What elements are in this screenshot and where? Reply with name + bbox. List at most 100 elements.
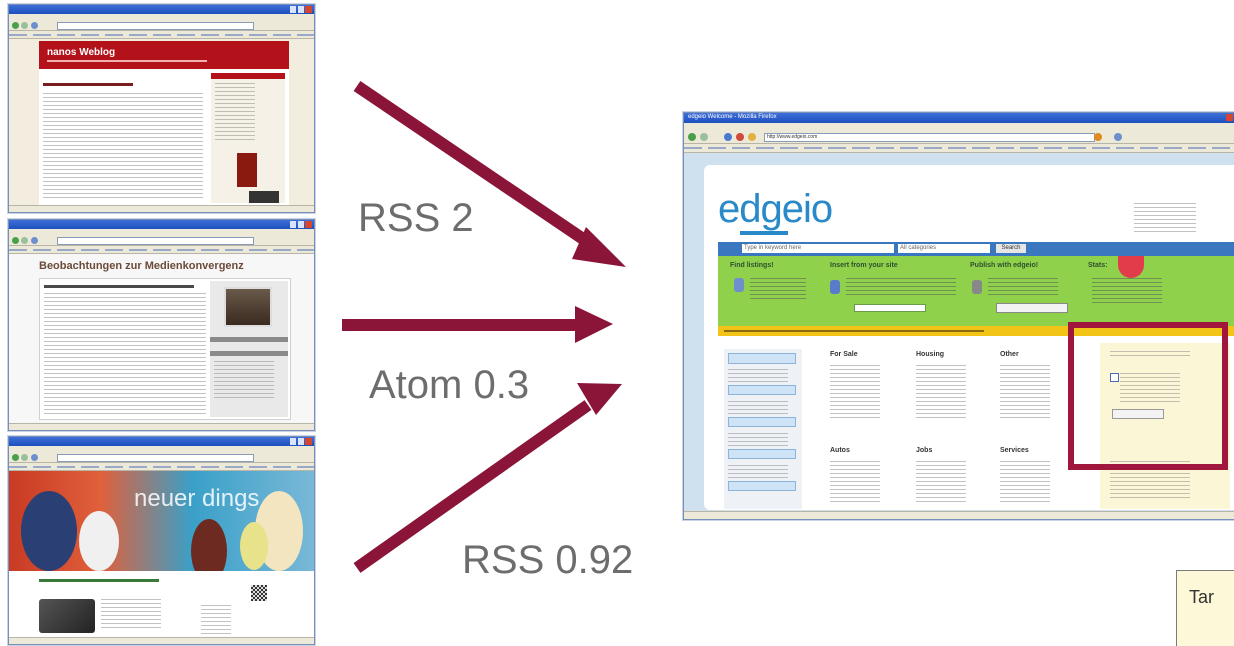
post-text bbox=[101, 599, 161, 631]
links-bar bbox=[9, 31, 314, 39]
arrow-rss092-head bbox=[577, 383, 622, 415]
window-titlebar bbox=[9, 437, 314, 446]
sidebar-photo bbox=[224, 287, 272, 327]
promo-badge bbox=[1118, 256, 1144, 278]
arrow-label-rss2: RSS 2 bbox=[358, 196, 474, 240]
blog-subtitle bbox=[47, 60, 207, 62]
post-area bbox=[39, 577, 189, 633]
category-title: Housing bbox=[916, 351, 944, 358]
panel-insert-title: Insert from your site bbox=[830, 262, 898, 269]
panel-publish-text bbox=[988, 278, 1058, 296]
feature-panel: Find listings! Insert from your site Pub… bbox=[718, 256, 1234, 326]
go-icon bbox=[1094, 133, 1102, 141]
blog-sidebar bbox=[211, 73, 285, 203]
category-title: Other bbox=[1000, 351, 1019, 358]
forward-icon bbox=[21, 454, 28, 461]
close-icon bbox=[305, 438, 312, 445]
category-links bbox=[916, 461, 966, 503]
window-titlebar: edgeio Welcome - Mozilla Firefox bbox=[684, 113, 1234, 123]
logo-tagline bbox=[740, 231, 788, 235]
sidebar-button-2[interactable] bbox=[728, 417, 796, 427]
back-icon bbox=[12, 454, 19, 461]
source-window-medienkonvergenz: Beobachtungen zur Medienkonvergenz bbox=[8, 219, 315, 431]
publish-button[interactable] bbox=[996, 303, 1068, 313]
category-links bbox=[830, 461, 880, 503]
submit-item-button[interactable] bbox=[728, 353, 796, 364]
window-titlebar bbox=[9, 220, 314, 229]
category-select[interactable]: All categories bbox=[898, 244, 990, 253]
menu-bar bbox=[9, 446, 314, 453]
target-window-edgeio: edgeio Welcome - Mozilla Firefox http://… bbox=[683, 112, 1234, 520]
sidebar-text-4 bbox=[728, 465, 788, 479]
back-icon bbox=[12, 237, 19, 244]
panel-publish-title: Publish with edgeio! bbox=[970, 262, 1039, 269]
sidebar-button-4[interactable] bbox=[728, 481, 796, 491]
sidebar-header-2 bbox=[210, 351, 288, 356]
status-bar bbox=[9, 205, 314, 212]
menu-bar bbox=[684, 123, 1234, 131]
post-text bbox=[44, 293, 206, 415]
notice-bar bbox=[718, 326, 1234, 336]
category-links bbox=[916, 365, 966, 421]
stop-icon bbox=[736, 133, 744, 141]
search-input[interactable]: Type in keyword here bbox=[742, 244, 894, 253]
banner-title: neuer dings bbox=[134, 485, 260, 512]
category-housing[interactable]: Housing bbox=[908, 351, 988, 429]
sidebar-image bbox=[237, 153, 257, 187]
status-bar bbox=[9, 423, 314, 430]
sidebar-button-1[interactable] bbox=[728, 385, 796, 395]
category-services[interactable]: Services bbox=[992, 447, 1072, 507]
blog-title: nanos Weblog bbox=[47, 47, 116, 58]
source-window-neuer-dings: neuer dings bbox=[8, 436, 315, 645]
address-bar bbox=[57, 22, 254, 30]
ping-panel-heading bbox=[1110, 351, 1190, 357]
insert-input[interactable] bbox=[854, 304, 926, 312]
panel-stats-text bbox=[1092, 278, 1162, 304]
close-icon bbox=[305, 6, 312, 13]
panel-find-text bbox=[750, 278, 806, 302]
banner-silhouettes bbox=[21, 491, 303, 571]
category-links bbox=[1000, 461, 1050, 503]
browser-toolbar: http://www.edgeio.com bbox=[684, 131, 1234, 144]
gears-icon bbox=[972, 280, 982, 294]
sidebar-image-dark bbox=[249, 191, 279, 203]
blog-title: Beobachtungen zur Medienkonvergenz bbox=[39, 260, 244, 272]
sidebar-button-3[interactable] bbox=[728, 449, 796, 459]
search-button[interactable]: Search bbox=[996, 244, 1026, 253]
back-icon bbox=[12, 22, 19, 29]
left-sidebar bbox=[724, 349, 802, 509]
search-strip: Type in keyword here All categories Sear… bbox=[718, 242, 1234, 256]
close-icon bbox=[1226, 114, 1233, 121]
sidebar-text-3 bbox=[728, 433, 788, 447]
browser-toolbar bbox=[9, 236, 314, 246]
window-controls bbox=[290, 6, 312, 13]
panel-insert-text bbox=[846, 278, 956, 298]
category-autos[interactable]: Autos bbox=[822, 447, 902, 507]
category-other[interactable]: Other bbox=[992, 351, 1072, 429]
home-icon bbox=[31, 454, 38, 461]
bookmarks-bar bbox=[684, 144, 1234, 153]
page-card: edgeio Type in keyword here All categori… bbox=[704, 165, 1234, 510]
account-links bbox=[1134, 203, 1196, 233]
edgeio-logo: edgeio bbox=[718, 187, 833, 231]
browser-toolbar bbox=[9, 21, 314, 31]
post-heading bbox=[39, 579, 159, 582]
category-title: For Sale bbox=[830, 351, 858, 358]
address-bar: http://www.edgeio.com bbox=[764, 133, 1095, 142]
corner-card-text: Tar bbox=[1189, 587, 1215, 607]
category-for-sale[interactable]: For Sale bbox=[822, 351, 902, 429]
category-jobs[interactable]: Jobs bbox=[908, 447, 988, 507]
menu-bar bbox=[9, 229, 314, 236]
arrow-label-rss092: RSS 0.92 bbox=[462, 538, 634, 582]
sidebar-links bbox=[201, 605, 231, 635]
window-controls bbox=[290, 438, 312, 445]
tablet-image bbox=[39, 599, 95, 633]
search-icon bbox=[1114, 133, 1122, 141]
home-icon bbox=[31, 22, 38, 29]
magnifier-icon bbox=[734, 278, 744, 292]
ping-checkbox[interactable] bbox=[1110, 373, 1119, 382]
window-titlebar bbox=[9, 5, 314, 14]
close-icon bbox=[305, 221, 312, 228]
ping-button[interactable] bbox=[1112, 409, 1164, 419]
reload-icon bbox=[724, 133, 732, 141]
